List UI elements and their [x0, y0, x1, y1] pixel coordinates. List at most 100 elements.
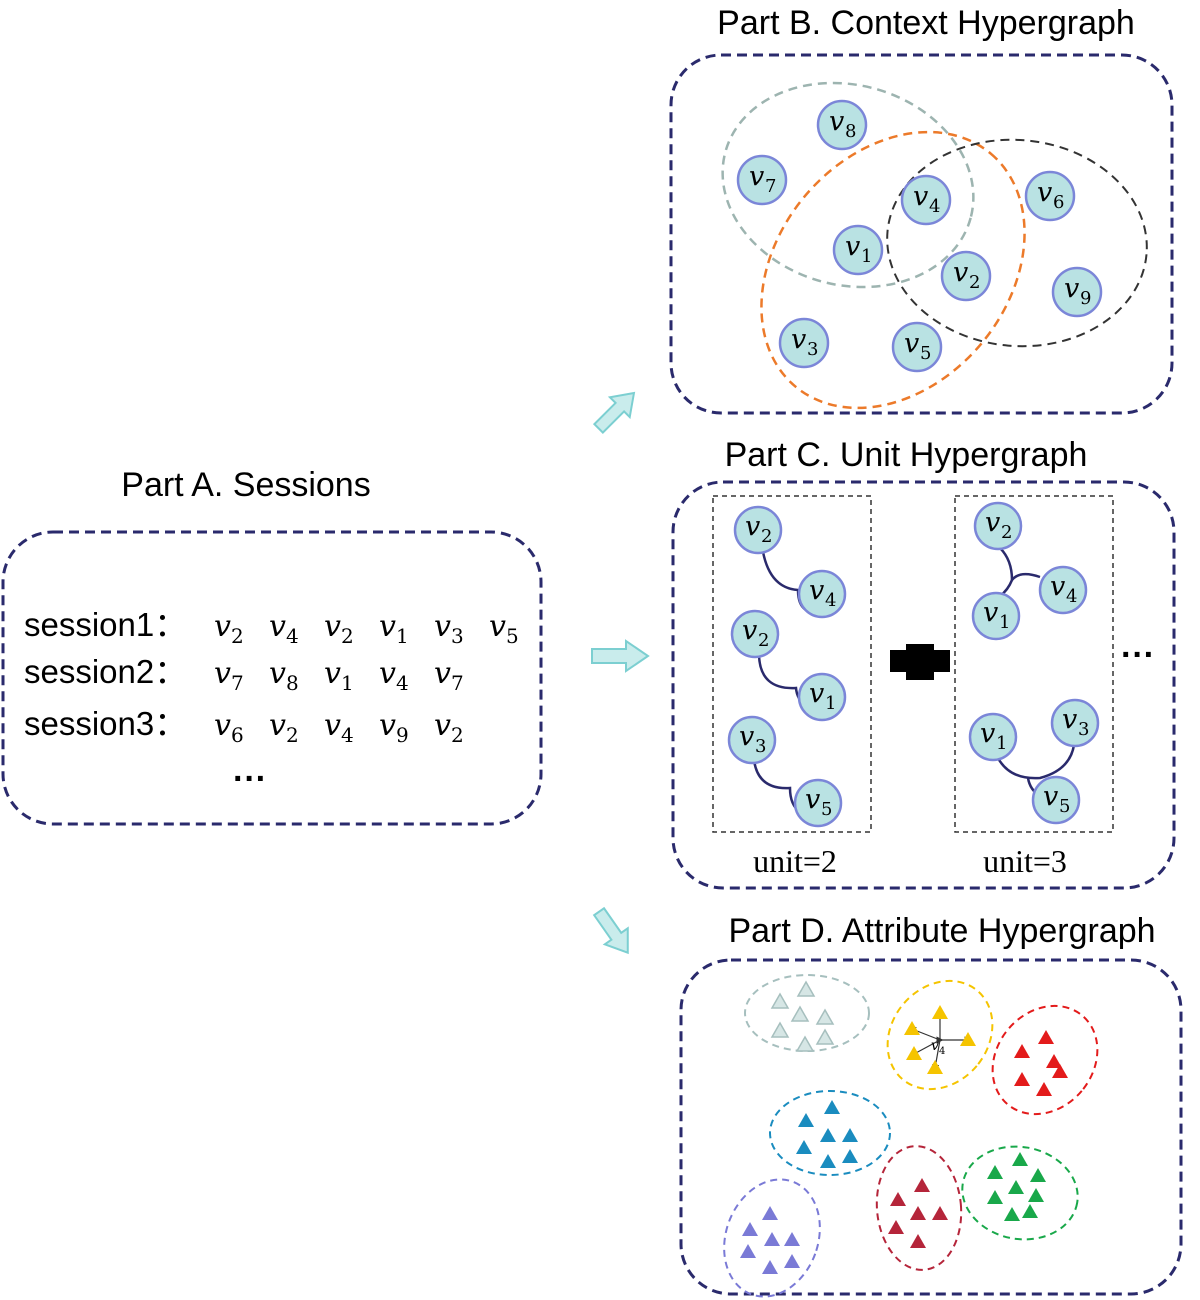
unit2-label: unit=2	[753, 843, 837, 879]
item-triangle	[1014, 1044, 1030, 1058]
node-index: 7	[765, 176, 776, 197]
item-symbol: v	[269, 609, 286, 644]
node-index: 1	[996, 733, 1007, 754]
part-d-title: Part D. Attribute Hypergraph	[728, 912, 1155, 950]
item-symbol: v	[434, 656, 451, 691]
node-circle	[816, 99, 868, 151]
item-triangle	[764, 1232, 780, 1246]
node-circle	[1051, 266, 1103, 318]
item-triangle	[910, 1234, 926, 1248]
item-symbol: v	[214, 609, 231, 644]
node-circle	[1038, 565, 1088, 615]
node-index: 2	[1001, 522, 1012, 543]
item-triangle	[815, 1028, 835, 1045]
node-circle	[1024, 170, 1076, 222]
star-edge	[910, 1039, 941, 1056]
node-index: 2	[969, 272, 980, 293]
item-triangle	[742, 1222, 758, 1236]
item-symbol: v	[379, 656, 396, 691]
node-index: 4	[1066, 586, 1077, 607]
hyperedge-gray	[721, 81, 975, 289]
item-triangle	[1028, 1188, 1044, 1202]
unit-ellipsis: ···	[1121, 636, 1155, 674]
attribute-group-red	[991, 1004, 1099, 1116]
part-b-title: Part B. Context Hypergraph	[717, 4, 1135, 42]
item-triangle	[914, 1178, 930, 1192]
item-triangle	[906, 1046, 922, 1060]
attribute-hyperedge	[886, 979, 994, 1091]
item-triangle	[1046, 1054, 1062, 1068]
node-symbol: v	[1064, 273, 1079, 304]
item-triangle	[890, 1192, 906, 1206]
item-triangle	[820, 1154, 836, 1168]
item-triangle	[1052, 1064, 1068, 1078]
item-symbol: v	[379, 708, 396, 743]
item-triangle	[1030, 1168, 1046, 1182]
node-circle	[900, 174, 952, 226]
part-a-frame	[1, 530, 543, 826]
attribute-hyperedge	[961, 1145, 1079, 1241]
item-triangle	[815, 1008, 835, 1025]
sessions-ellipsis: ···	[233, 760, 267, 798]
unit3-edge	[996, 744, 1076, 780]
node-index: 4	[825, 590, 836, 611]
node-circle	[736, 154, 788, 206]
item-symbol: v	[434, 609, 451, 644]
node-index: 5	[920, 343, 931, 364]
unit3-label: unit=3	[983, 843, 1067, 879]
node-circle	[797, 672, 847, 722]
item-index: 9	[396, 723, 409, 747]
item-triangle	[740, 1244, 756, 1258]
item-index: 4	[286, 624, 299, 648]
item-symbol: v	[269, 708, 286, 743]
attribute-group-gray	[744, 974, 870, 1052]
item-index: 6	[231, 723, 244, 747]
item-triangle	[1036, 1082, 1052, 1096]
node-circle	[971, 591, 1021, 641]
node-symbol: v	[1043, 781, 1058, 812]
item-triangle	[762, 1260, 778, 1274]
item-triangle	[960, 1032, 976, 1046]
item-triangle	[1014, 1072, 1030, 1086]
item-triangle	[987, 1190, 1003, 1204]
node-symbol: v	[809, 678, 824, 709]
item-index: 4	[396, 671, 409, 695]
node-circle	[968, 712, 1018, 762]
attribute-hyperedge	[744, 974, 870, 1052]
item-triangle	[1004, 1207, 1020, 1221]
session-label: session3：	[24, 705, 187, 742]
item-index: 7	[231, 671, 244, 695]
item-index: 4	[341, 723, 354, 747]
item-triangle	[784, 1254, 800, 1268]
node-symbol: v	[983, 597, 998, 628]
node-symbol: v	[1037, 177, 1052, 208]
session-label: session1：	[24, 606, 187, 643]
arrow-to-part-c	[591, 639, 650, 673]
node-symbol: v	[739, 721, 754, 752]
item-triangle	[762, 1206, 778, 1220]
node-index: 3	[807, 339, 818, 360]
item-triangle	[910, 1206, 926, 1220]
item-symbol: v	[324, 656, 341, 691]
node-symbol: v	[829, 106, 844, 137]
part-b-frame	[669, 53, 1174, 415]
item-triangle	[927, 1060, 943, 1074]
attribute-group-darkred	[875, 1145, 963, 1271]
